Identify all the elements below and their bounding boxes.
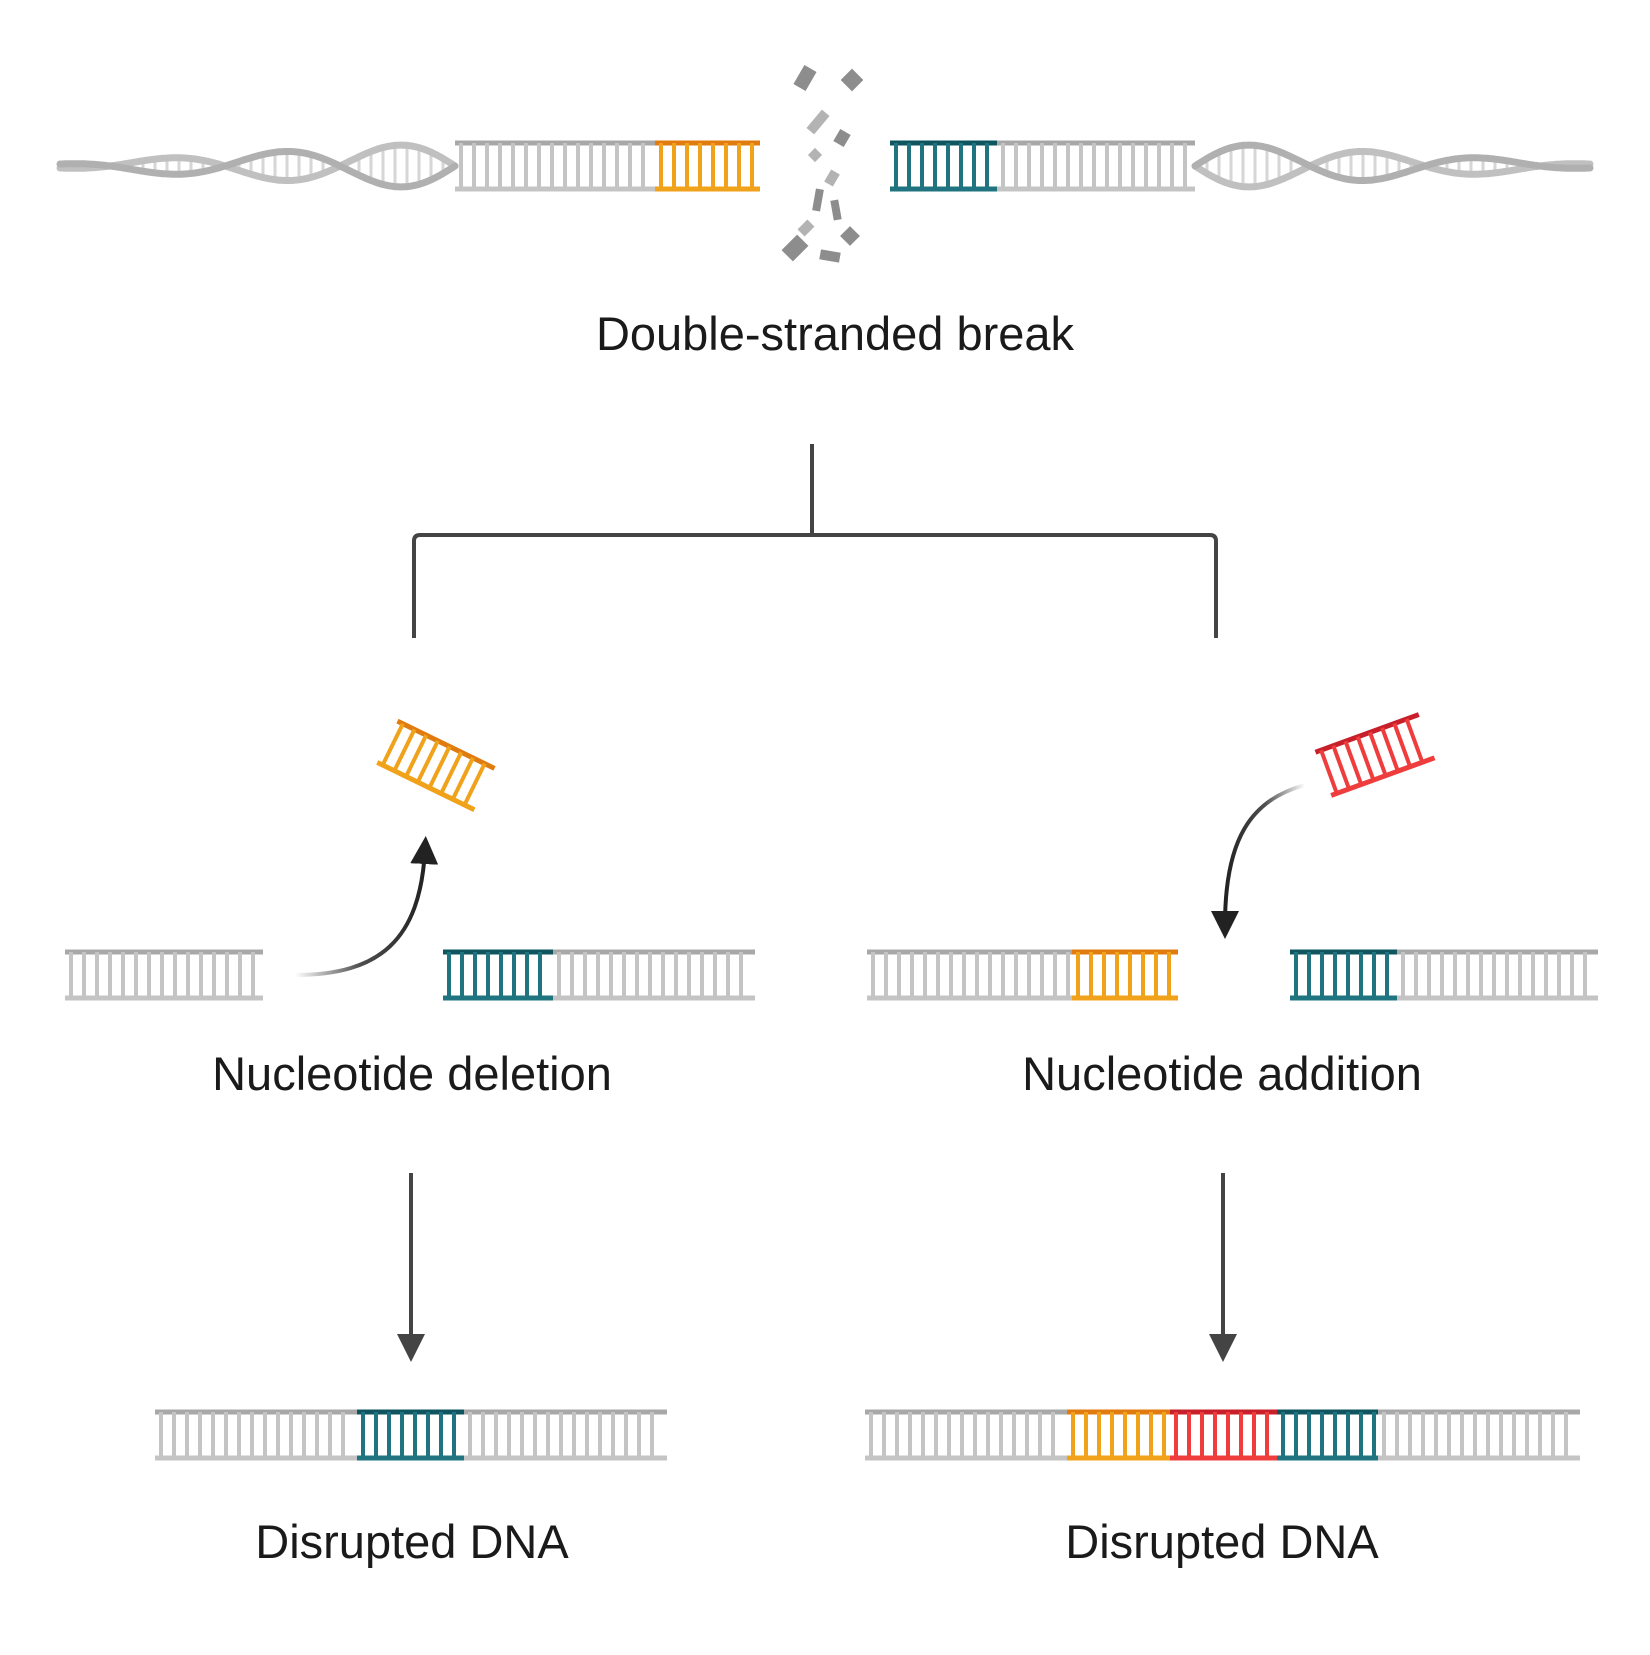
disrupted-dna-left-label: Disrupted DNA [255,1515,569,1568]
disrupted-dna-right-label: Disrupted DNA [1065,1515,1379,1568]
dna-ladder-inserted-red [1314,712,1436,798]
dna-helix-right [1191,141,1594,191]
dna-ladder-deleted-orange [376,718,496,813]
bracket-connector-icon [412,444,1218,638]
dna-ladder-deletion-teal [443,949,553,1001]
dna-ladder-top-teal [890,140,997,192]
dna-ladder-addition-left-gray [867,949,1072,1001]
dna-ladder-addition-teal [1290,949,1397,1001]
dna-ladder-result-right-gray-a [865,1409,1067,1461]
dna-ladder-result-right-teal [1277,1409,1378,1461]
dna-helix-left [56,141,459,191]
dna-ladder-result-right-gray-b [1378,1409,1580,1461]
curved-arrow-down-icon [1211,783,1306,939]
dna-ladder-result-right-red [1170,1409,1277,1461]
dna-ladder-deletion-right-gray [553,949,755,1001]
dna-ladder-top-right-gray [997,140,1195,192]
double-stranded-break-label: Double-stranded break [595,307,1075,360]
dna-debris-icon [781,64,864,263]
dna-ladder-result-right-orange [1067,1409,1170,1461]
dna-ladder-addition-orange [1072,949,1178,1001]
nucleotide-deletion-label: Nucleotide deletion [212,1047,612,1100]
dna-ladder-top-orange [655,140,760,192]
dna-ladder-result-left-gray-b [464,1409,667,1461]
dna-ladder-result-left-teal [357,1409,464,1461]
curved-arrow-up-icon [294,836,439,977]
dna-ladder-result-left-gray-a [155,1409,357,1461]
dna-ladder-top-left-gray [455,140,655,192]
dna-ladder-deletion-left-gray [65,949,263,1001]
dna-ladder-addition-right-gray [1397,949,1598,1001]
nucleotide-addition-label: Nucleotide addition [1022,1047,1422,1100]
